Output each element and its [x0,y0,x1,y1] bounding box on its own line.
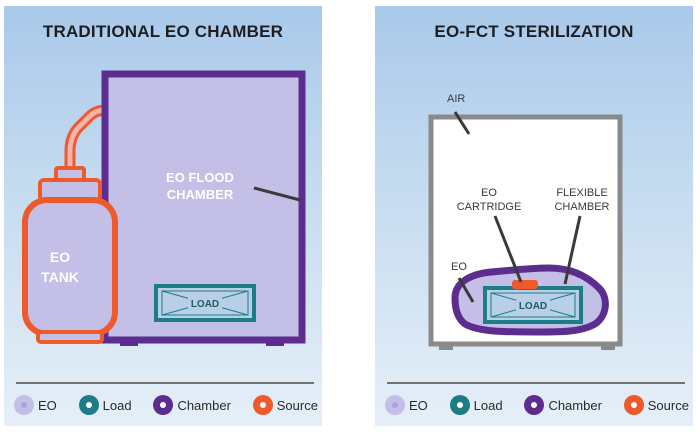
legend-item-eo: EO [14,395,57,415]
eo-fct-sterilization-panel: EO-FCT STERILIZATION AIR LOAD EO CARTRID… [375,6,693,426]
chamber-label-line2: CHAMBER [167,187,234,202]
panel-title: EO-FCT STERILIZATION [434,22,634,41]
load-label: LOAD [519,301,547,312]
eo-fct-diagram: AIR LOAD EO CARTRIDGE FLEXIBLE CHAMBER E… [428,93,623,350]
eo-label-pointer [457,277,475,303]
legend-label-load: Load [473,397,503,413]
load-label-bg [188,296,222,310]
air-label: AIR [447,93,465,105]
tank-label-line1: EO [50,249,70,265]
load-label-bg [516,298,550,312]
chamber-label-line1: EO FLOOD [166,170,234,185]
legend-divider [16,382,314,384]
legend-item-source: Source [252,395,318,415]
eo-swatch-icon [14,395,34,415]
load-swatch-icon [78,395,99,415]
tank-base [36,330,104,344]
legend-item-chamber: Chamber [153,395,231,415]
air-chamber-foot-left [439,344,453,350]
legend-label-chamber: Chamber [177,397,231,413]
legend: EO Load Chamber Source [14,391,318,419]
flexible-label-line1: FLEXIBLE [556,187,607,199]
legend-item-eo: EO [385,395,428,415]
legend-label-eo: EO [409,397,428,413]
legend-label-source: Source [276,397,318,413]
source-swatch-icon [623,395,644,415]
chamber-swatch-icon [153,395,174,415]
legend-item-load: Load [78,395,132,415]
eo-label: EO [451,261,467,273]
eo-cartridge [512,280,538,289]
air-chamber-foot-right [601,344,615,350]
load-box-inner [490,292,576,318]
air-label-pointer [453,111,471,135]
load-box-inner [161,290,249,316]
eo-swatch-icon [385,395,405,415]
traditional-chamber-diagram: EO FLOOD CHAMBER LOAD EO TANK [22,70,306,346]
legend-label-eo: EO [38,397,57,413]
cartridge-label-line2: CARTRIDGE [457,201,522,213]
eo-tank-body [22,197,118,337]
load-label: LOAD [191,299,219,310]
legend-label-chamber: Chamber [548,397,602,413]
tank-label-line2: TANK [41,269,79,285]
traditional-eo-chamber-panel: TRADITIONAL EO CHAMBER EO FLOOD CHAMBER … [4,6,322,426]
source-swatch-icon [252,395,273,415]
load-swatch-icon [449,395,470,415]
flexible-label-pointer [563,215,582,285]
cartridge-label-line1: EO [481,187,497,199]
chamber-label-pointer [253,186,301,202]
chamber-swatch-icon [524,395,545,415]
legend-item-load: Load [449,395,503,415]
legend-label-source: Source [647,397,689,413]
flexible-label-line2: CHAMBER [554,201,609,213]
legend-divider [387,382,685,384]
legend-label-load: Load [102,397,132,413]
legend-item-source: Source [623,395,689,415]
legend: EO Load Chamber Source [385,391,689,419]
cartridge-label-pointer [493,215,523,283]
panel-title: TRADITIONAL EO CHAMBER [42,22,284,41]
legend-item-chamber: Chamber [524,395,602,415]
